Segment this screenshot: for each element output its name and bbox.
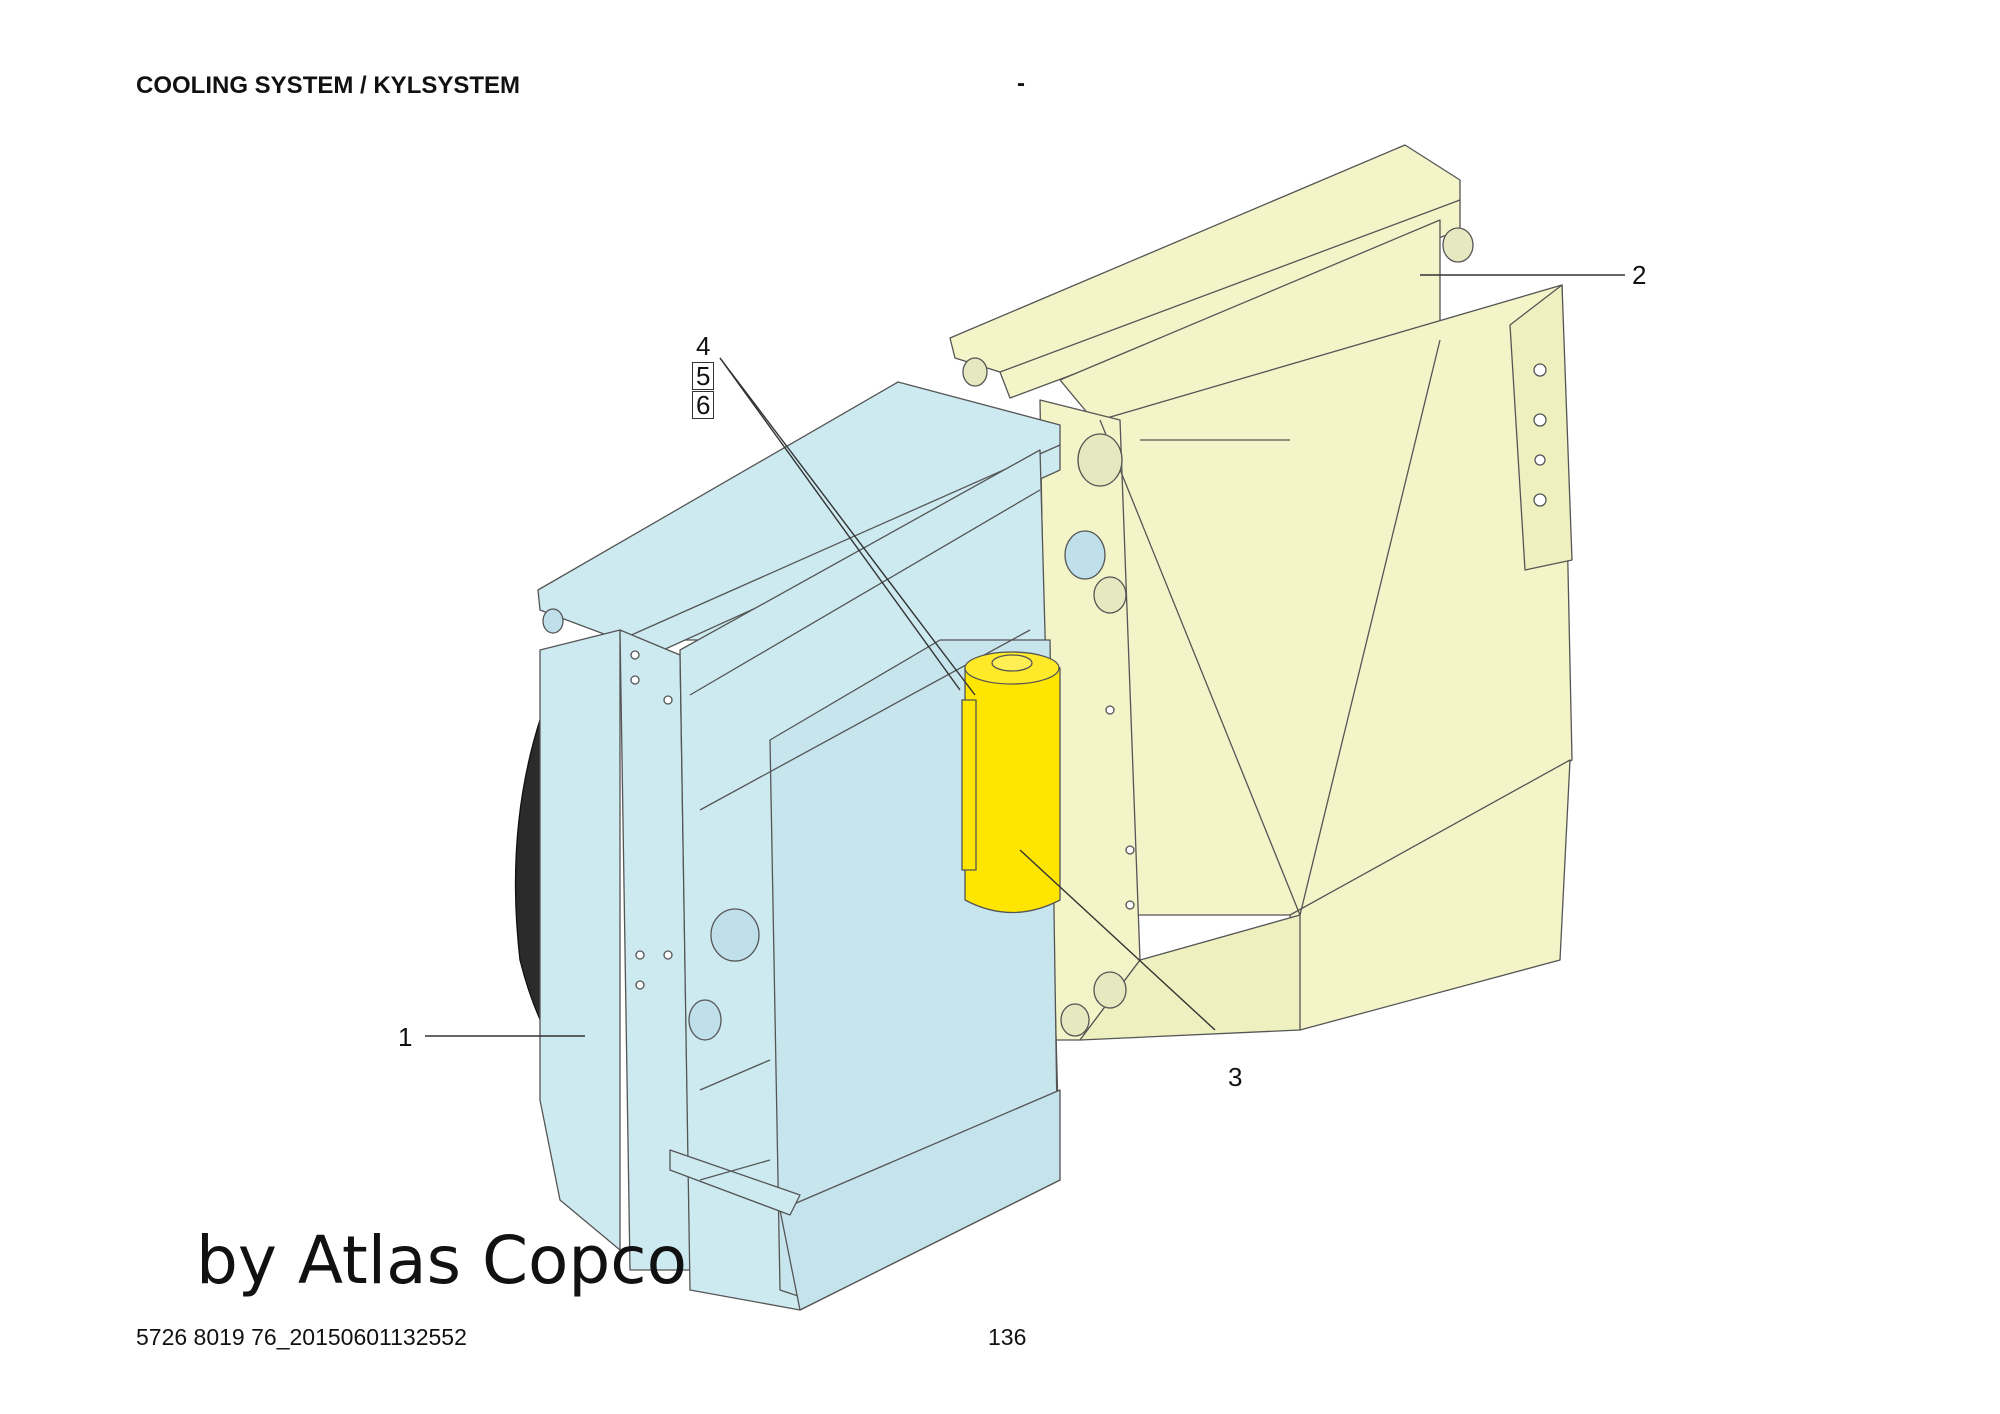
leader-4b bbox=[719, 357, 976, 696]
leader-3 bbox=[1019, 849, 1216, 1031]
expansion-tank bbox=[961, 651, 1061, 914]
leader-4 bbox=[719, 357, 961, 691]
watermark-text: by Atlas Copco bbox=[196, 1222, 687, 1299]
callout-3: 3 bbox=[1228, 1062, 1243, 1092]
left-cooler bbox=[514, 381, 1061, 1311]
callout-4: 4 bbox=[696, 331, 711, 361]
header-dash: - bbox=[1017, 70, 1025, 97]
page-number: 136 bbox=[988, 1324, 1027, 1350]
callout-6: 6 bbox=[692, 391, 715, 419]
callout-2: 2 bbox=[1632, 260, 1647, 290]
callout-1: 1 bbox=[398, 1022, 413, 1052]
document-id: 5726 8019 76_20150601132552 bbox=[136, 1324, 467, 1350]
page-title: COOLING SYSTEM / KYLSYSTEM bbox=[136, 72, 521, 99]
callout-5: 5 bbox=[692, 362, 715, 390]
